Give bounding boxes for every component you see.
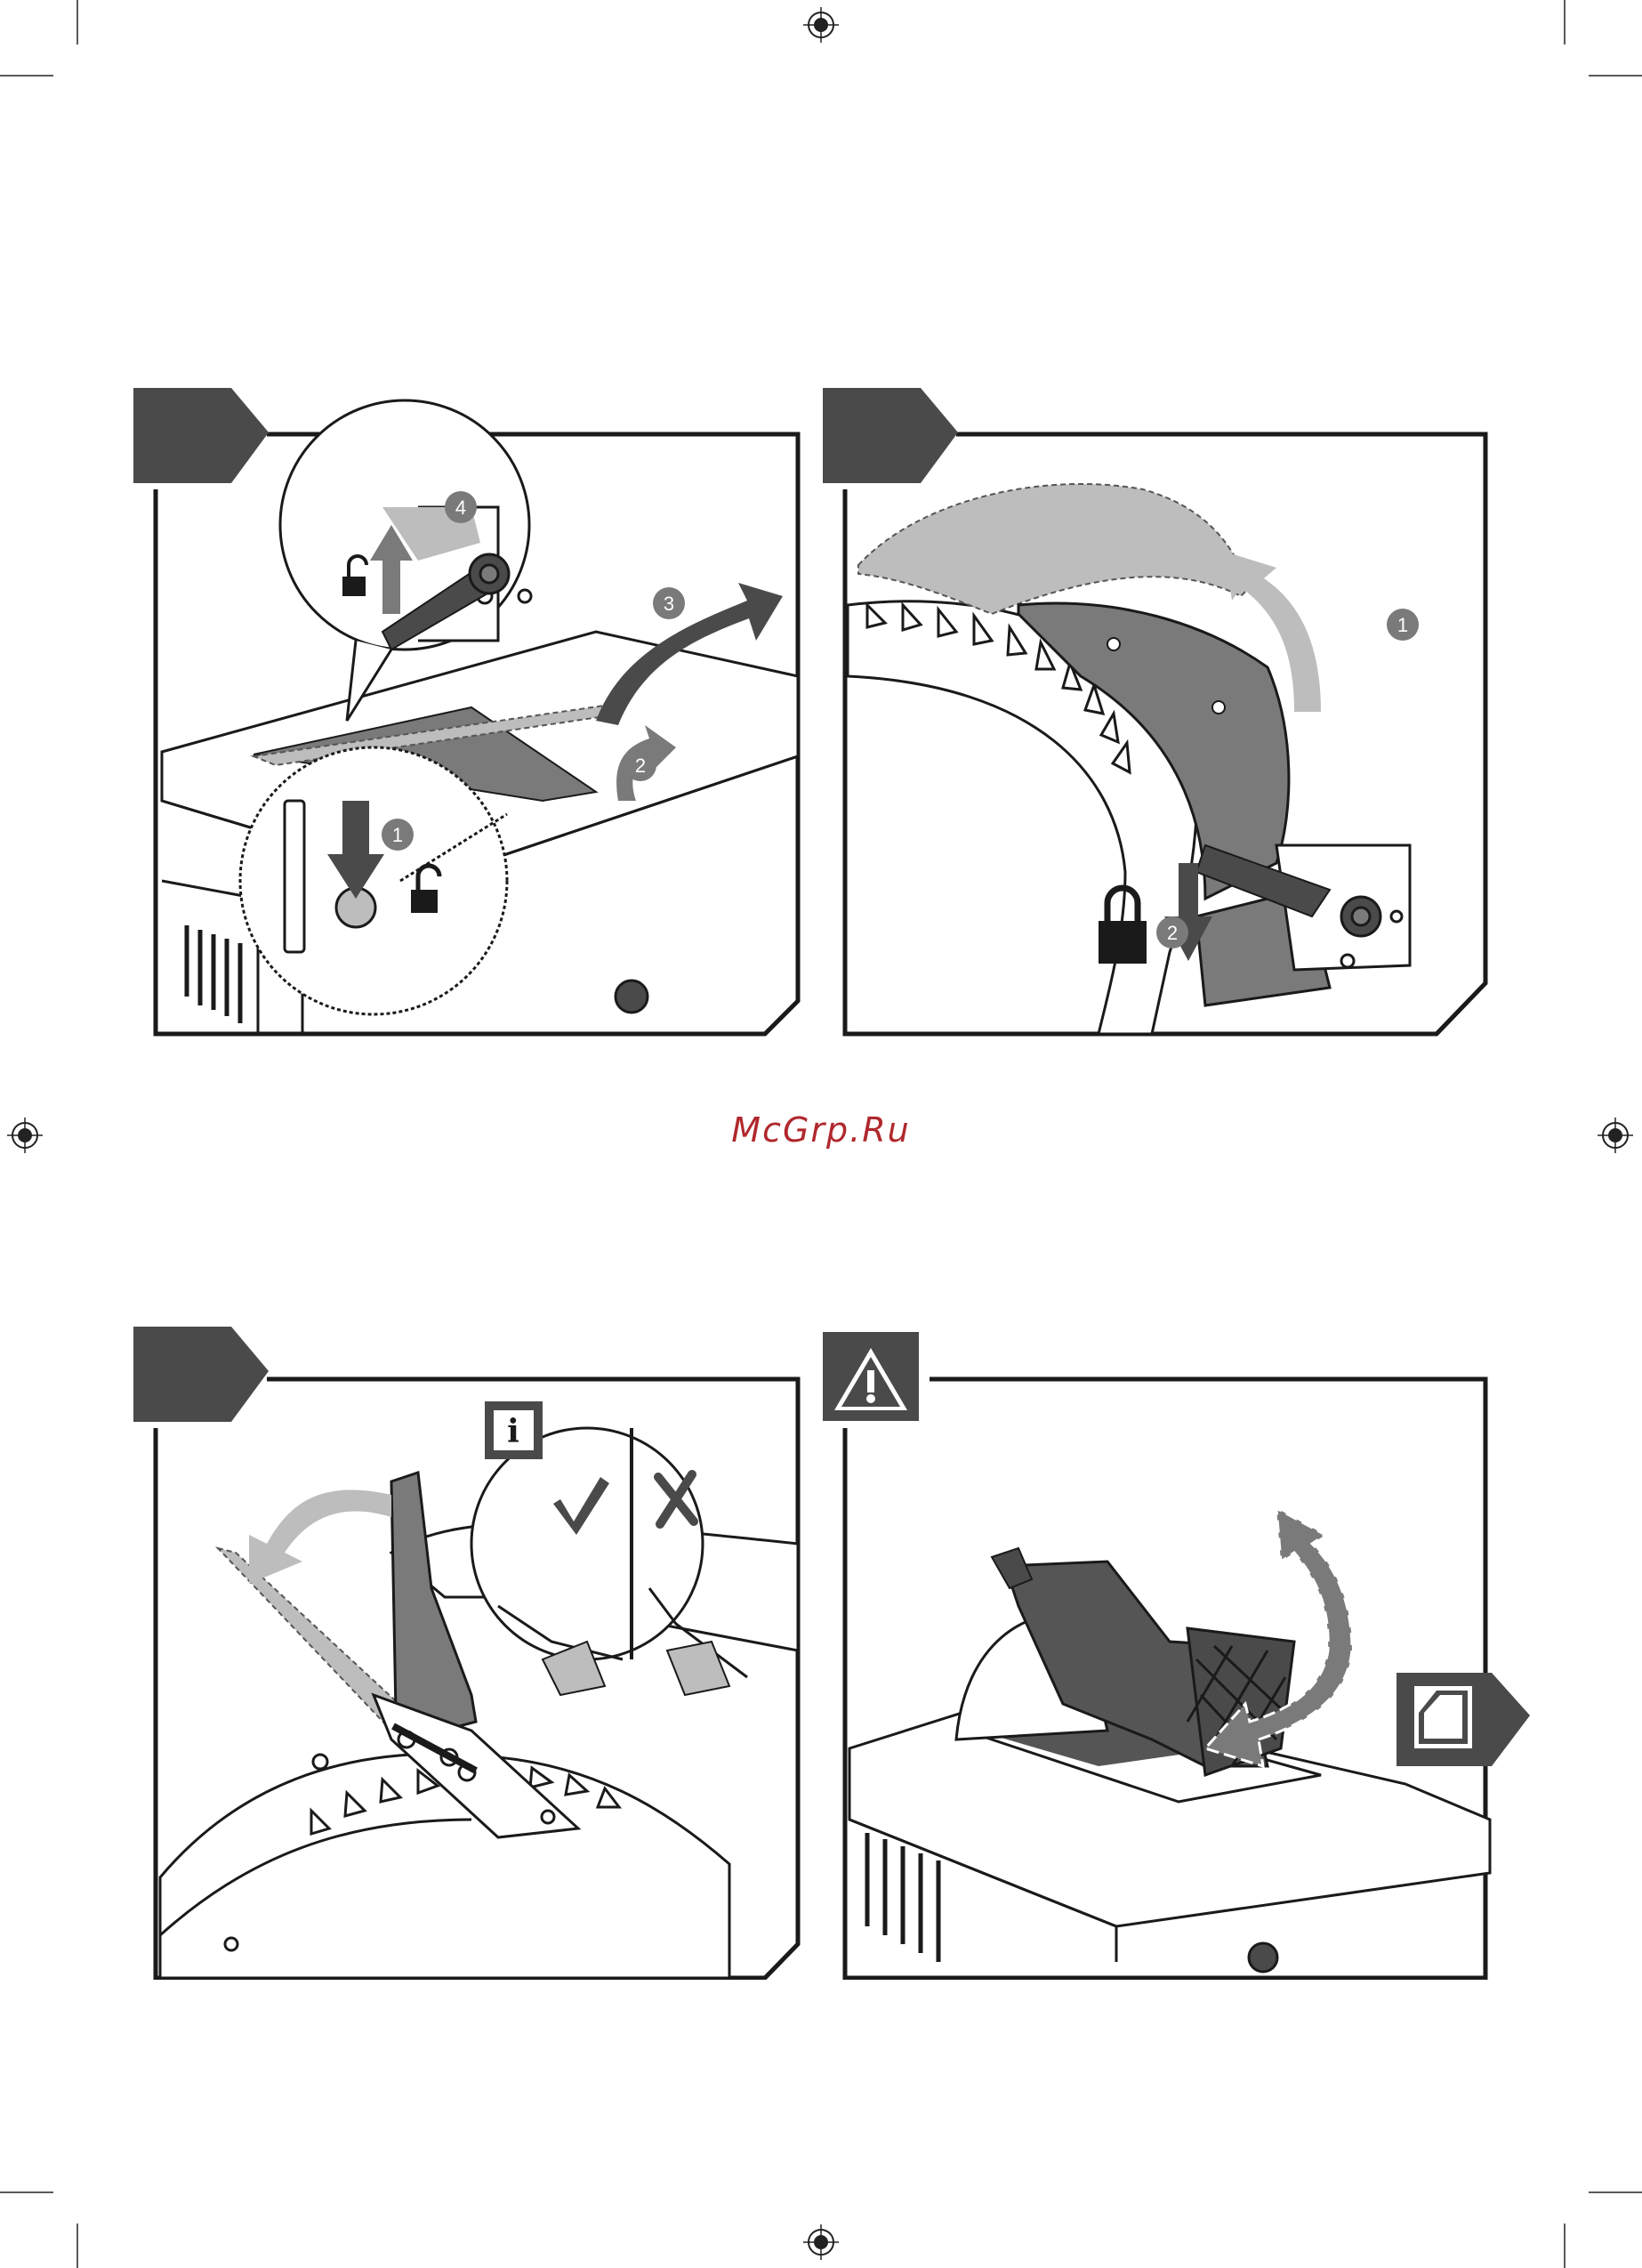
step-number: 2	[1167, 922, 1178, 944]
info-icon: i	[485, 1401, 543, 1459]
step-tab	[133, 1327, 269, 1422]
watermark-text: McGrp.Ru	[0, 1110, 1642, 1150]
step-tab	[133, 388, 269, 483]
page-reference-icon	[1397, 1673, 1530, 1766]
step-number: 2	[635, 755, 646, 777]
step-number: 1	[1397, 614, 1408, 636]
registration-mark-bottom	[803, 2224, 839, 2260]
svg-text:i: i	[507, 1413, 519, 1450]
warning-icon	[823, 1332, 919, 1421]
step-number: 1	[392, 824, 403, 846]
step-number: 3	[664, 593, 674, 615]
step-number: 4	[455, 496, 466, 519]
step-tab	[823, 388, 958, 483]
panel-4	[814, 1321, 1534, 1980]
arrow-left-curved-icon	[249, 1490, 391, 1584]
panel-3: i	[125, 1321, 818, 1980]
panel-2: 1 2	[814, 383, 1508, 1041]
panel-1: 1 4 3 2	[125, 383, 818, 1041]
lock-icon	[1099, 888, 1147, 964]
registration-mark-top	[803, 7, 839, 43]
